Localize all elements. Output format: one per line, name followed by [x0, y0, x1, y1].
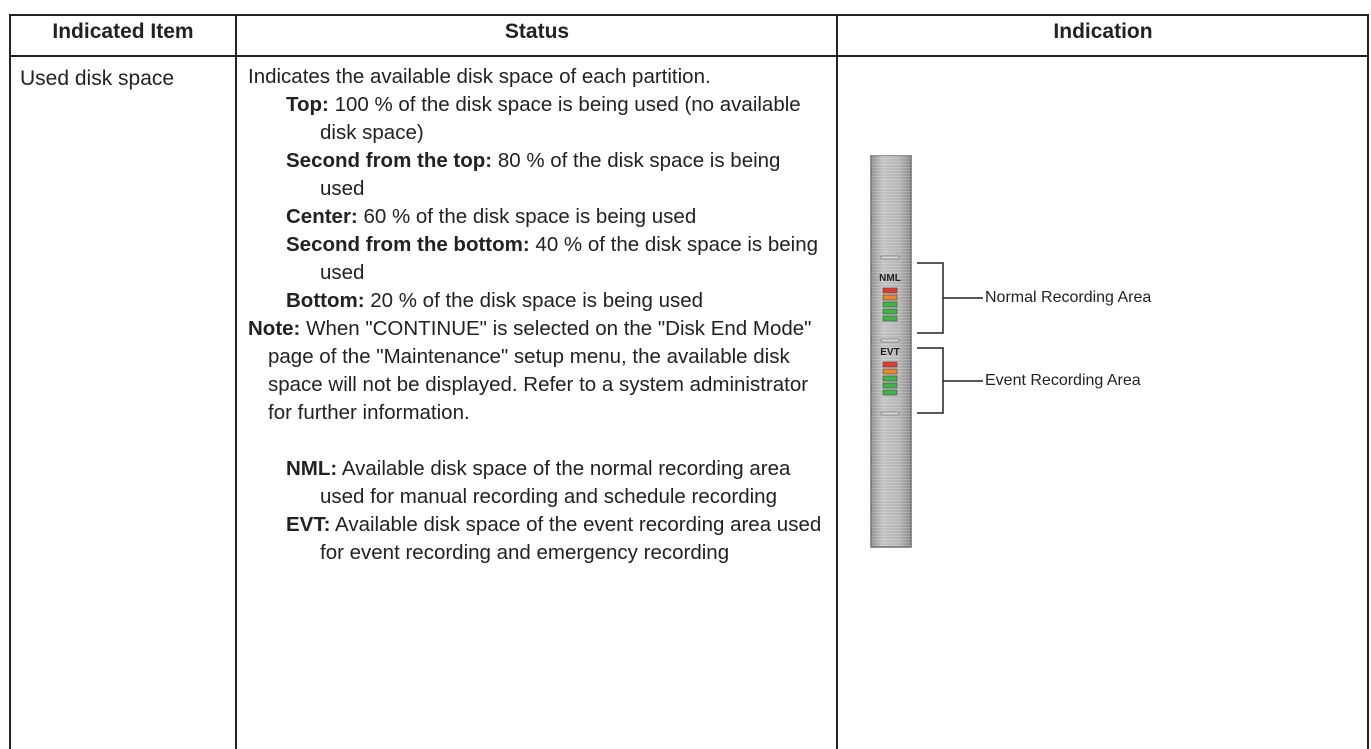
status-cell: Indicates the available disk space of ea…: [248, 63, 828, 567]
level-text: 100 % of the disk space is being used (n…: [320, 93, 801, 144]
area-nml: NML: Available disk space of the normal …: [248, 455, 828, 511]
meter-led: [882, 382, 898, 389]
meter-led: [882, 287, 898, 294]
meter-led: [882, 368, 898, 375]
level-second-top: Second from the top: 80 % of the disk sp…: [248, 147, 828, 203]
disk-space-meter-graphic: NML EVT: [870, 154, 912, 548]
meter-led: [882, 389, 898, 396]
level-bottom: Bottom: 20 % of the disk space is being …: [248, 287, 828, 315]
meter-slot: [880, 338, 900, 343]
meter-led: [882, 361, 898, 368]
header-indication: Indication: [1053, 20, 1153, 43]
level-label: Second from the top:: [286, 149, 493, 172]
nml-leds: [882, 287, 898, 322]
meter-led: [882, 375, 898, 382]
meter-label-nml: NML: [879, 273, 901, 284]
callout-normal-recording-area: Normal Recording Area: [985, 289, 1152, 306]
level-label: Second from the bottom:: [286, 233, 530, 256]
note: Note: When "CONTINUE" is selected on the…: [248, 315, 828, 427]
meter-label-evt: EVT: [880, 347, 899, 358]
level-text: 20 % of the disk space is being used: [370, 289, 704, 312]
disk-space-meter: NML EVT: [868, 154, 916, 548]
meter-slot: [880, 411, 900, 416]
area-text: Available disk space of the event record…: [320, 513, 822, 564]
column-divider-1: [235, 14, 237, 749]
note-text: When "CONTINUE" is selected on the "Disk…: [268, 317, 812, 424]
meter-led: [882, 308, 898, 315]
level-second-bottom: Second from the bottom: 40 % of the disk…: [248, 231, 828, 287]
meter-led: [882, 301, 898, 308]
table-right-border: [1367, 14, 1369, 749]
column-divider-2: [836, 14, 838, 749]
item-cell: Used disk space: [20, 67, 175, 90]
level-center: Center: 60 % of the disk space is being …: [248, 203, 828, 231]
table-top-border: [9, 14, 1369, 16]
level-text: 40 % of the disk space is being used: [320, 233, 819, 284]
callout-brackets: [917, 262, 983, 414]
meter-slot: [880, 255, 900, 260]
table-left-border: [9, 14, 11, 749]
level-text: 80 % of the disk space is being used: [320, 149, 781, 200]
area-text: Available disk space of the normal recor…: [320, 457, 791, 508]
meter-led: [882, 315, 898, 322]
meter-led: [882, 294, 898, 301]
area-evt: EVT: Available disk space of the event r…: [248, 511, 828, 567]
level-top: Top: 100 % of the disk space is being us…: [248, 91, 828, 147]
area-label: EVT:: [286, 513, 331, 536]
area-label: NML:: [286, 457, 338, 480]
level-text: 60 % of the disk space is being used: [363, 205, 697, 228]
level-label: Center:: [286, 205, 358, 228]
header-bottom-border: [9, 55, 1369, 57]
header-status: Status: [504, 20, 570, 43]
note-label: Note:: [248, 317, 301, 340]
evt-leds: [882, 361, 898, 396]
callout-event-recording-area: Event Recording Area: [985, 372, 1141, 389]
level-label: Bottom:: [286, 289, 365, 312]
level-label: Top:: [286, 93, 329, 116]
header-indicated-item: Indicated Item: [52, 20, 194, 43]
status-intro: Indicates the available disk space of ea…: [248, 65, 711, 88]
